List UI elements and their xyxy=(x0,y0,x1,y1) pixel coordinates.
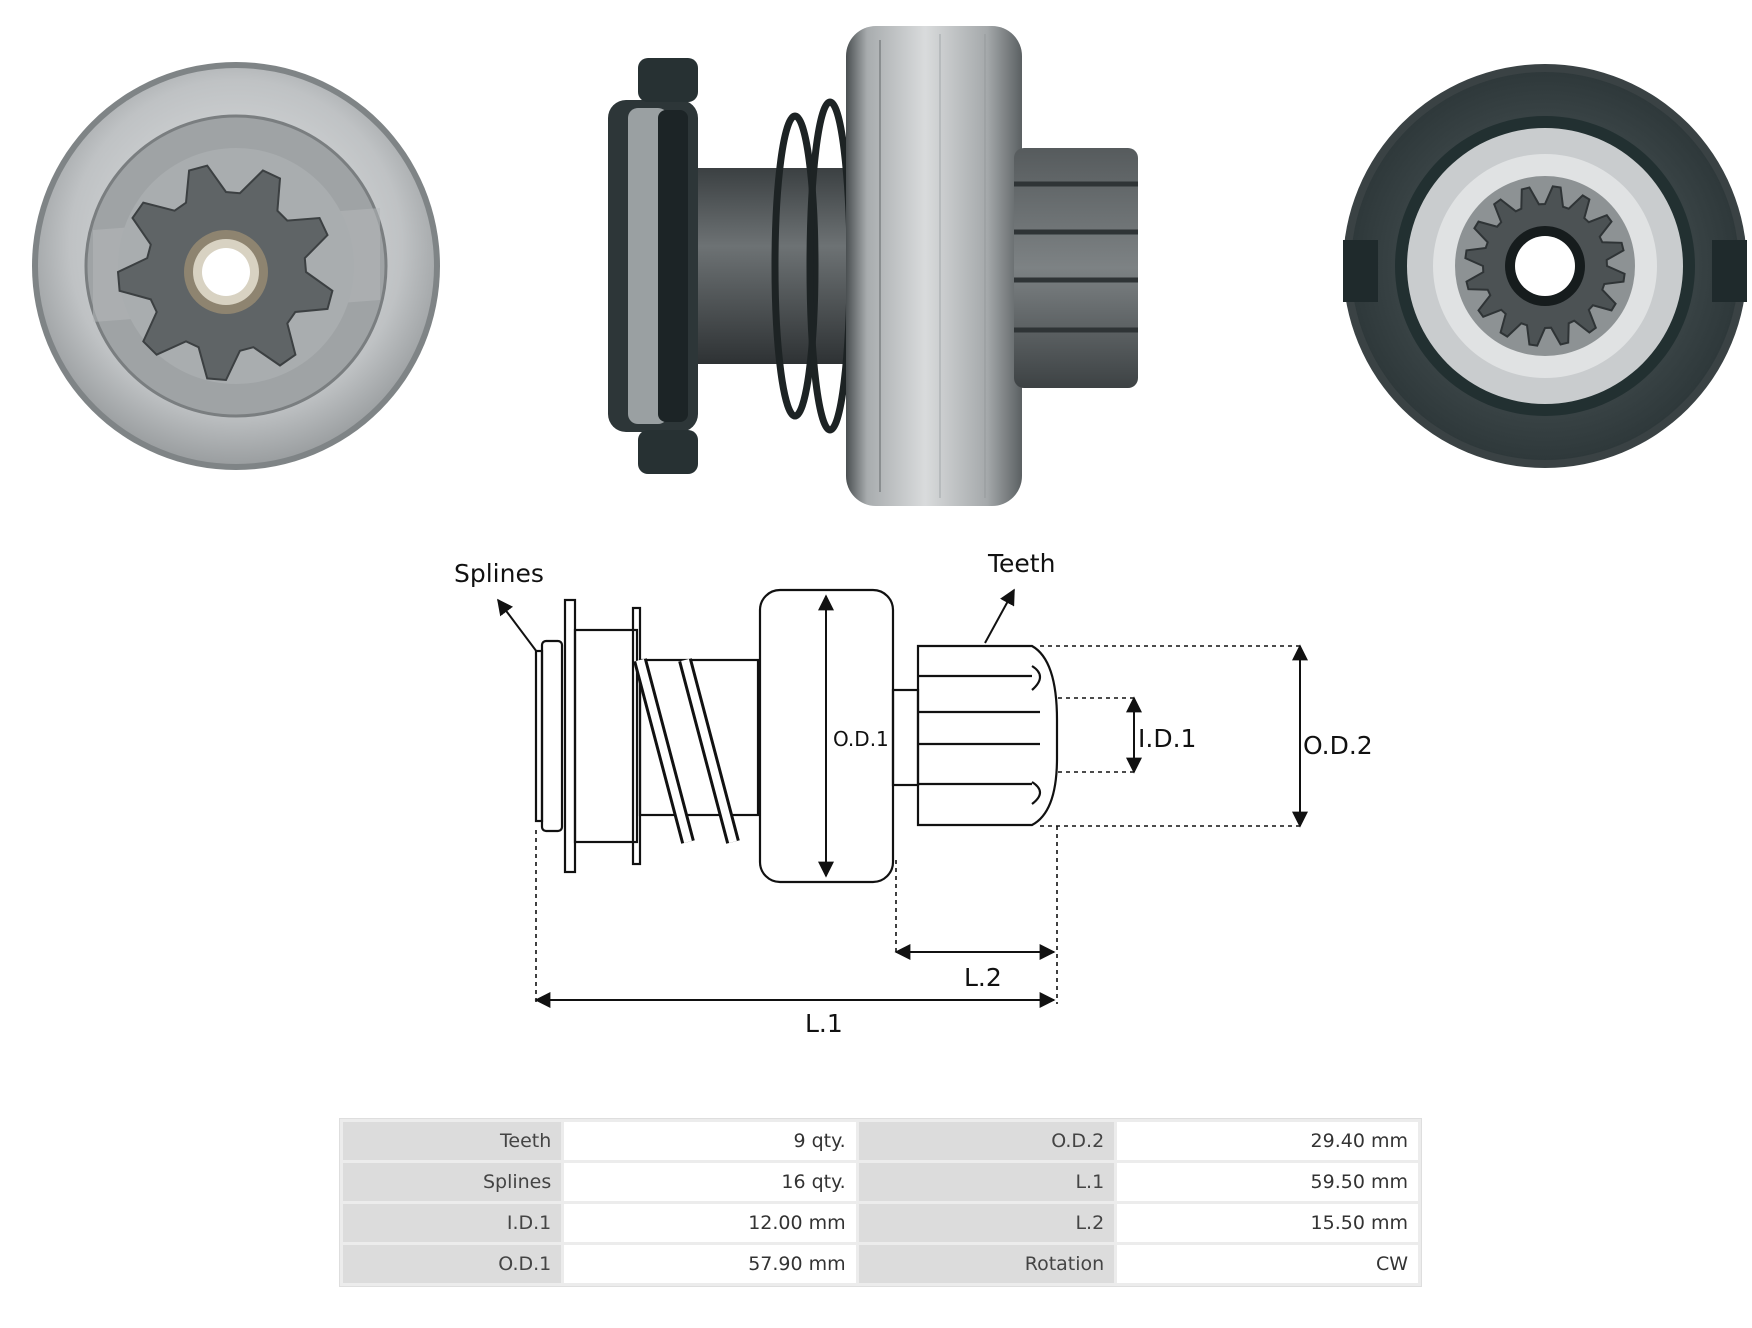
spec-value: 57.90 mm xyxy=(564,1245,856,1283)
l2-label: L.2 xyxy=(964,963,1002,992)
od2-label: O.D.2 xyxy=(1303,731,1373,760)
spec-value: 15.50 mm xyxy=(1117,1204,1418,1242)
splines-label: Splines xyxy=(454,559,544,588)
table-row: O.D.1 57.90 mm Rotation CW xyxy=(343,1245,1418,1283)
spec-key: Rotation xyxy=(858,1245,1115,1283)
specs-table: Teeth 9 qty. O.D.2 29.40 mm Splines 16 q… xyxy=(339,1118,1422,1287)
spec-value: 16 qty. xyxy=(564,1163,856,1201)
spec-key: Splines xyxy=(343,1163,562,1201)
spec-key: O.D.1 xyxy=(343,1245,562,1283)
table-row: Splines 16 qty. L.1 59.50 mm xyxy=(343,1163,1418,1201)
l1-label: L.1 xyxy=(805,1009,843,1038)
spec-key: Teeth xyxy=(343,1122,562,1160)
id1-label: I.D.1 xyxy=(1138,724,1196,753)
side-view-photo xyxy=(608,26,1138,506)
spec-key: O.D.2 xyxy=(858,1122,1115,1160)
spec-key: L.1 xyxy=(858,1163,1115,1201)
technical-drawing xyxy=(534,588,1059,884)
od1-label: O.D.1 xyxy=(833,727,889,751)
front-view-photo xyxy=(32,62,440,470)
spec-key: L.2 xyxy=(858,1204,1115,1242)
pinion-gear-side-icon xyxy=(1014,148,1138,388)
spec-value: 59.50 mm xyxy=(1117,1163,1418,1201)
extension-lines xyxy=(535,645,1302,1004)
dimension-lines xyxy=(497,588,1308,1008)
table-row: Teeth 9 qty. O.D.2 29.40 mm xyxy=(343,1122,1418,1160)
spec-value: 9 qty. xyxy=(564,1122,856,1160)
table-row: I.D.1 12.00 mm L.2 15.50 mm xyxy=(343,1204,1418,1242)
teeth-label: Teeth xyxy=(987,549,1055,578)
spec-value: 12.00 mm xyxy=(564,1204,856,1242)
spec-value: 29.40 mm xyxy=(1117,1122,1418,1160)
rear-view-photo xyxy=(1343,64,1747,468)
spec-value: CW xyxy=(1117,1245,1418,1283)
spec-key: I.D.1 xyxy=(343,1204,562,1242)
